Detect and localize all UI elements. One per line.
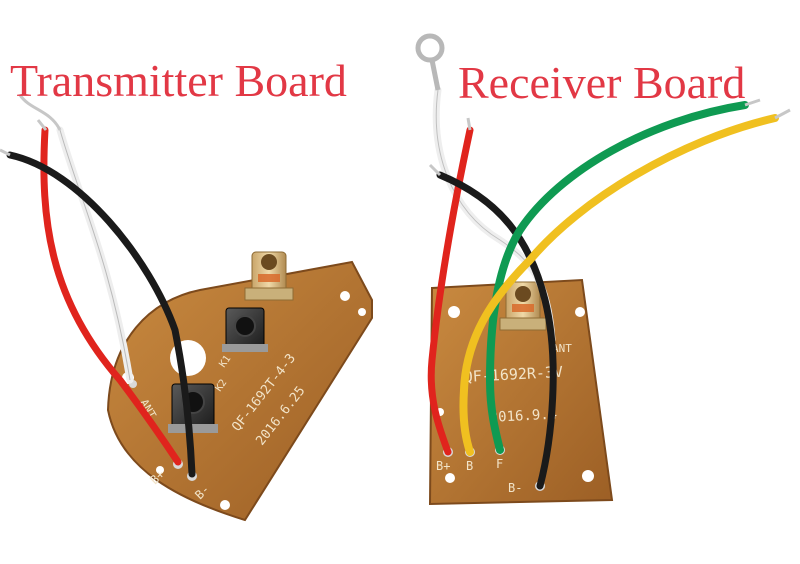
tx-wire-tip bbox=[36, 119, 48, 131]
tx-hole bbox=[156, 466, 164, 474]
tx-wire-red bbox=[40, 126, 182, 466]
transmitter-board-label: Transmitter Board bbox=[10, 55, 347, 106]
tx-hole bbox=[340, 291, 350, 301]
receiver-board-label: Receiver Board bbox=[458, 57, 746, 108]
rx-wire-tip bbox=[428, 163, 442, 177]
rx-hole bbox=[445, 473, 455, 483]
rx-ring-terminal bbox=[415, 33, 445, 91]
rx-hole bbox=[575, 307, 585, 317]
rx-hole bbox=[582, 470, 594, 482]
tx-wire-white-outline bbox=[59, 129, 131, 381]
transmitter-pcb bbox=[106, 260, 373, 522]
receiver-board: QF-1692R-3V 2016.9.4 ANT B+ B F B- bbox=[415, 33, 791, 506]
rx-wire-green bbox=[485, 101, 749, 454]
tx-wire-tip bbox=[18, 94, 62, 131]
transmitter-board: QF-1692T-4-3 2016.6.25 ANT B+ B- K1 K2 bbox=[0, 94, 373, 522]
tx-wire-tip bbox=[0, 148, 11, 157]
rx-ant-label: ANT bbox=[552, 342, 572, 355]
tx-hole bbox=[220, 500, 230, 510]
rx-hole bbox=[448, 306, 460, 318]
rx-wire-black bbox=[436, 171, 557, 490]
tx-wire-black bbox=[6, 151, 196, 478]
tx-button-k1 bbox=[222, 307, 268, 352]
rx-date-text: 2016.9.4 bbox=[489, 406, 557, 426]
rx-wire-tip bbox=[466, 117, 472, 131]
rx-wire-tip bbox=[774, 108, 791, 120]
tx-hole bbox=[358, 308, 366, 316]
rx-wire-yellow bbox=[459, 114, 779, 456]
rx-bplus-label: B+ bbox=[436, 459, 450, 473]
tx-button-k2 bbox=[168, 383, 218, 433]
rx-f-label: F bbox=[496, 457, 503, 471]
rx-wire-tip bbox=[744, 98, 761, 107]
tx-coil bbox=[244, 251, 294, 301]
rx-coil bbox=[499, 281, 547, 331]
rx-b-label: B bbox=[466, 459, 473, 473]
rx-bminus-label: B- bbox=[508, 481, 522, 495]
